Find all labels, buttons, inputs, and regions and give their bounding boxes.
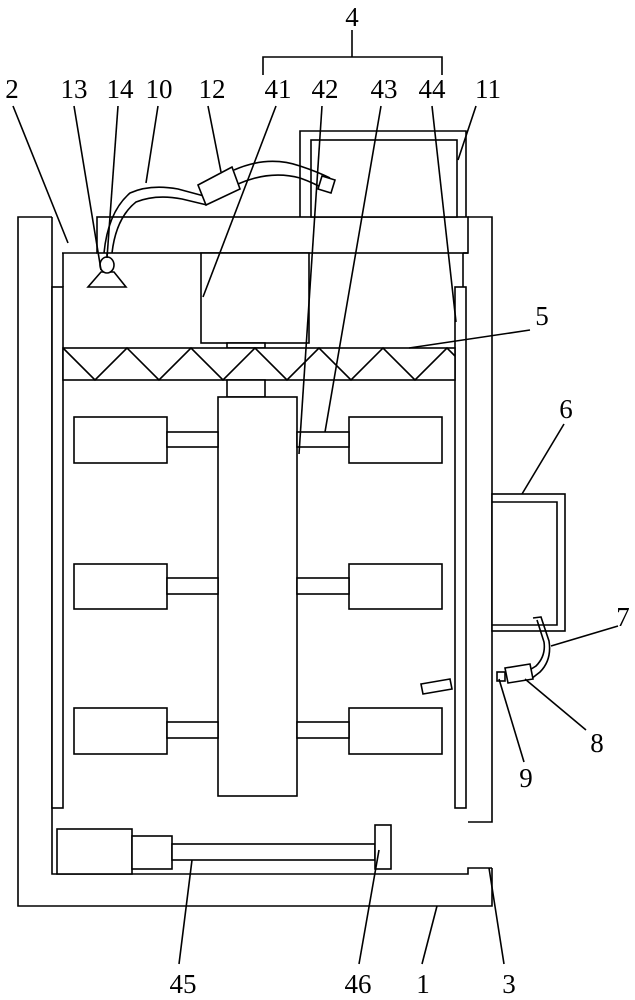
blade-right-2 [348, 563, 443, 610]
blade-right-3 [348, 707, 443, 755]
agitator-arms [73, 416, 443, 755]
arm-left-3 [166, 721, 219, 739]
label-10: 10 [146, 74, 173, 104]
arm-left-1 [166, 431, 219, 448]
label-43: 43 [371, 74, 398, 104]
side-pipe [420, 616, 551, 695]
label-41: 41 [265, 74, 292, 104]
hose-end [317, 175, 336, 194]
label-7: 7 [616, 602, 630, 632]
label-2: 2 [5, 74, 19, 104]
blade-left-3 [73, 707, 168, 755]
label-1: 1 [416, 969, 430, 999]
arm-right-3 [296, 721, 350, 739]
label-45: 45 [170, 969, 197, 999]
top-box [299, 130, 467, 218]
spray-valve [99, 256, 115, 274]
label-4: 4 [345, 2, 359, 32]
label-14: 14 [107, 74, 135, 104]
blade-left-2 [73, 563, 168, 610]
arm-right-1 [296, 431, 350, 448]
arm-right-2 [296, 577, 350, 595]
label-12: 12 [199, 74, 226, 104]
inner-nozzle [420, 678, 453, 695]
top-plate [62, 216, 469, 254]
label-8: 8 [590, 728, 604, 758]
label-9: 9 [519, 763, 533, 793]
label-44: 44 [419, 74, 447, 104]
spray-assembly [86, 160, 336, 288]
label-6: 6 [559, 394, 573, 424]
label-3: 3 [502, 969, 516, 999]
spray-head [86, 271, 128, 288]
label-46: 46 [345, 969, 372, 999]
leader-lines [12, 105, 619, 965]
pipe-coupling [504, 663, 534, 684]
label-5: 5 [535, 301, 549, 331]
label-42: 42 [312, 74, 339, 104]
label-11: 11 [475, 74, 501, 104]
left-inner-wall [51, 286, 64, 809]
label-13: 13 [61, 74, 88, 104]
blade-right-1 [348, 416, 443, 464]
filter-layer [62, 346, 456, 382]
reference-numerals: 4 2 13 14 10 12 41 42 43 44 11 5 6 7 8 9… [5, 2, 630, 999]
arm-left-2 [166, 577, 219, 595]
central-shaft [217, 396, 298, 797]
side-box [491, 493, 566, 632]
push-plate [374, 824, 392, 870]
pipe-joint [496, 671, 506, 682]
group-bracket [262, 56, 443, 75]
motor-block [200, 252, 310, 344]
cylinder-head [131, 835, 173, 870]
blade-left-1 [73, 416, 168, 464]
bottom-actuator [56, 824, 392, 875]
cylinder-body [56, 828, 133, 875]
hose-connector [196, 165, 242, 207]
shaft-neck [226, 379, 266, 398]
piston-rod [171, 843, 376, 861]
right-inner-wall [454, 286, 467, 809]
